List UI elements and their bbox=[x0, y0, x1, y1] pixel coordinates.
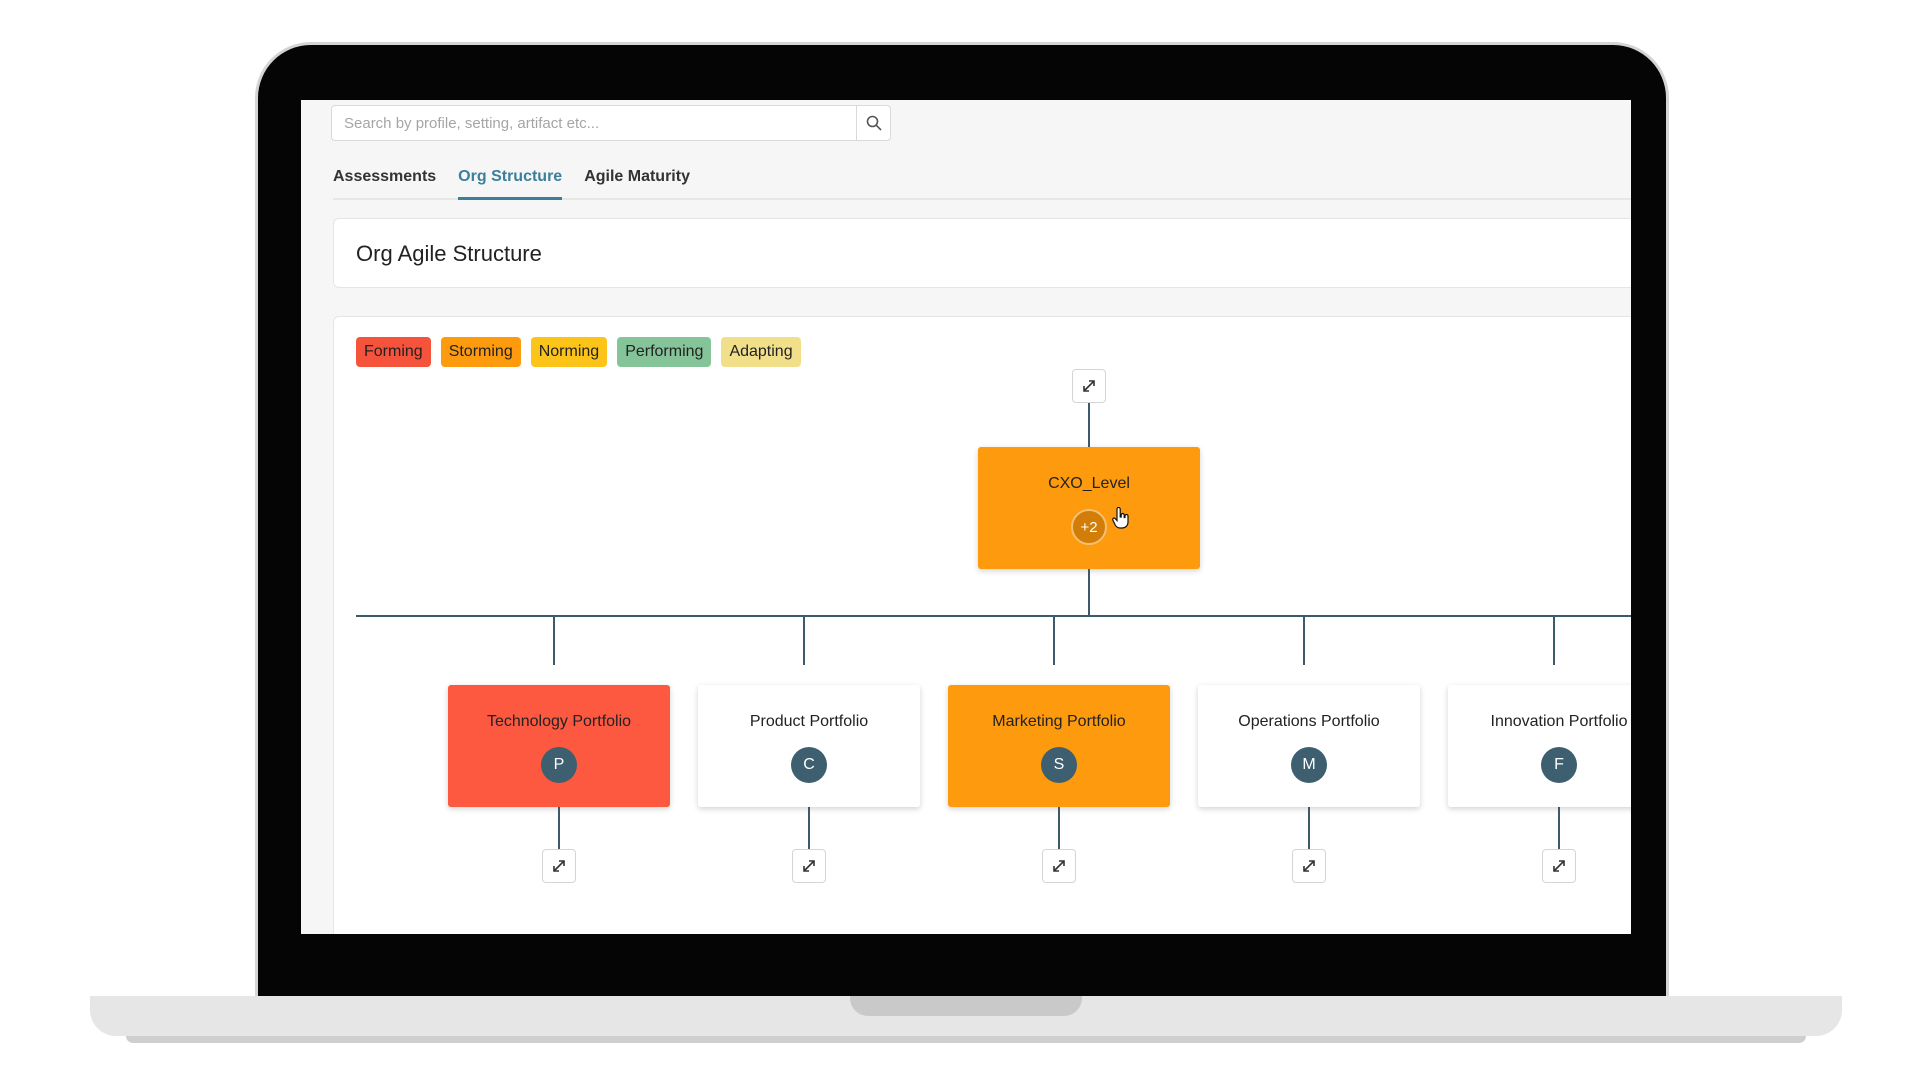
expand-children-button[interactable] bbox=[1042, 849, 1076, 883]
app-screen: Assessments Org Structure Agile Maturity… bbox=[301, 100, 1631, 934]
avatar: P bbox=[541, 747, 577, 783]
expand-diagonal-icon bbox=[1553, 860, 1565, 872]
node-label: Technology Portfolio bbox=[486, 713, 632, 730]
connector-below-1 bbox=[558, 807, 560, 849]
search-icon bbox=[866, 115, 882, 131]
laptop-notch bbox=[850, 996, 1082, 1016]
expand-diagonal-icon bbox=[1083, 380, 1095, 392]
expand-parent-button[interactable] bbox=[1072, 369, 1106, 403]
node-label: Operations Portfolio bbox=[1238, 713, 1380, 730]
tab-bar: Assessments Org Structure Agile Maturity bbox=[333, 156, 1631, 200]
avatar: S bbox=[1041, 747, 1077, 783]
search-bar bbox=[331, 105, 891, 141]
connector-below-2 bbox=[808, 807, 810, 849]
title-card: Org Agile Structure bbox=[333, 218, 1631, 288]
avatar: M bbox=[1291, 747, 1327, 783]
legend-chip-performing: Performing bbox=[617, 337, 712, 367]
expand-diagonal-icon bbox=[1053, 860, 1065, 872]
connector-child-2 bbox=[803, 617, 805, 665]
search-button[interactable] bbox=[856, 106, 890, 140]
org-node-product-portfolio[interactable]: Product Portfolio C bbox=[698, 685, 920, 807]
connector-child-5 bbox=[1553, 617, 1555, 665]
expand-diagonal-icon bbox=[1303, 860, 1315, 872]
org-chart-card: Forming Storming Norming Performing Adap… bbox=[333, 316, 1631, 934]
tab-agile-maturity[interactable]: Agile Maturity bbox=[584, 168, 690, 185]
org-node-marketing-portfolio[interactable]: Marketing Portfolio S bbox=[948, 685, 1170, 807]
hand-pointer-icon bbox=[1112, 507, 1129, 529]
tab-assessments[interactable]: Assessments bbox=[333, 168, 437, 185]
legend-chip-norming: Norming bbox=[530, 337, 608, 367]
tab-org-structure[interactable]: Org Structure bbox=[458, 156, 563, 200]
connector-below-5 bbox=[1558, 807, 1560, 849]
avatar: C bbox=[791, 747, 827, 783]
connector-top bbox=[1088, 403, 1090, 447]
avatar: F bbox=[1541, 747, 1577, 783]
connector-below-3 bbox=[1058, 807, 1060, 849]
expand-children-button[interactable] bbox=[792, 849, 826, 883]
page-title: Org Agile Structure bbox=[356, 241, 542, 266]
node-label: CXO_Level bbox=[1048, 475, 1130, 492]
legend-chip-adapting: Adapting bbox=[721, 337, 801, 367]
org-node-cxo-level[interactable]: CXO_Level +2 bbox=[978, 447, 1200, 569]
maturity-legend: Forming Storming Norming Performing Adap… bbox=[356, 337, 801, 367]
legend-chip-forming: Forming bbox=[356, 337, 431, 367]
expand-diagonal-icon bbox=[553, 860, 565, 872]
org-node-innovation-portfolio[interactable]: Innovation Portfolio F bbox=[1448, 685, 1631, 807]
connector-child-4 bbox=[1303, 617, 1305, 665]
node-label: Innovation Portfolio bbox=[1490, 713, 1628, 730]
connector-child-3 bbox=[1053, 617, 1055, 665]
expand-children-button[interactable] bbox=[1542, 849, 1576, 883]
connector-child-1 bbox=[553, 617, 555, 665]
expand-children-button[interactable] bbox=[542, 849, 576, 883]
expand-children-button[interactable] bbox=[1292, 849, 1326, 883]
node-label: Product Portfolio bbox=[749, 713, 869, 730]
org-node-operations-portfolio[interactable]: Operations Portfolio M bbox=[1198, 685, 1420, 807]
connector-below-4 bbox=[1308, 807, 1310, 849]
search-input[interactable] bbox=[332, 106, 856, 140]
connector-root-down bbox=[1088, 569, 1090, 617]
laptop-base-shadow bbox=[126, 1036, 1806, 1043]
more-members-badge[interactable]: +2 bbox=[1071, 509, 1107, 545]
expand-diagonal-icon bbox=[803, 860, 815, 872]
node-label: Marketing Portfolio bbox=[992, 713, 1126, 730]
connector-horizontal bbox=[356, 615, 1631, 617]
org-node-technology-portfolio[interactable]: Technology Portfolio P bbox=[448, 685, 670, 807]
legend-chip-storming: Storming bbox=[440, 337, 521, 367]
